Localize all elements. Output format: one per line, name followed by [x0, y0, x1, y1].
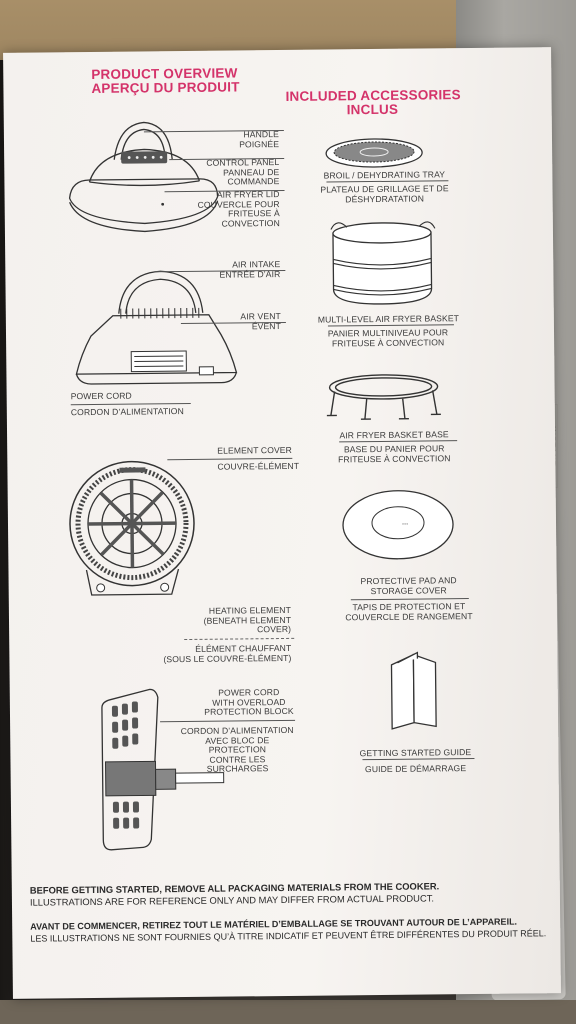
- cover-logo-mark: ◦◦◦: [402, 522, 408, 528]
- accessories-heading-fr: INCLUS: [346, 101, 399, 118]
- divider-basket-base: [339, 440, 458, 443]
- basket-icon: [330, 221, 436, 305]
- element-cover-icon: [69, 460, 195, 596]
- basket-base-icon: [326, 374, 441, 420]
- footer-en: BEFORE GETTING STARTED, REMOVE ALL PACKA…: [29, 880, 440, 908]
- divider-guide: [362, 757, 475, 761]
- storage-cover-icon: ◦◦◦: [342, 490, 454, 560]
- label-heating-element-fr: ÉLÉMENT CHAUFFANT(SOUS LE COUVRE-ÉLÉMENT…: [163, 642, 292, 664]
- overview-heading-fr: APERÇU DU PRODUIT: [91, 79, 240, 96]
- divider-basket: [327, 324, 454, 327]
- label-guide-fr: GUIDE DE DÉMARRAGE: [364, 763, 467, 775]
- lid-underside-icon: [75, 270, 238, 385]
- box-edge: [0, 1000, 576, 1024]
- leader-heating-element: [184, 637, 295, 641]
- guide-booklet-icon: [390, 651, 437, 730]
- footer-fr: AVANT DE COMMENCER, RETIREZ TOUT LE MATÉ…: [30, 916, 547, 944]
- divider-broil-tray: [326, 180, 449, 183]
- air-fryer-lid-icon: [68, 121, 219, 233]
- broil-tray-icon: [325, 138, 423, 168]
- power-cord-block-icon: [101, 688, 225, 851]
- product-insert-sheet: PRODUCT OVERVIEW APERÇU DU PRODUIT INCLU…: [3, 47, 561, 999]
- divider-pad: [350, 598, 469, 601]
